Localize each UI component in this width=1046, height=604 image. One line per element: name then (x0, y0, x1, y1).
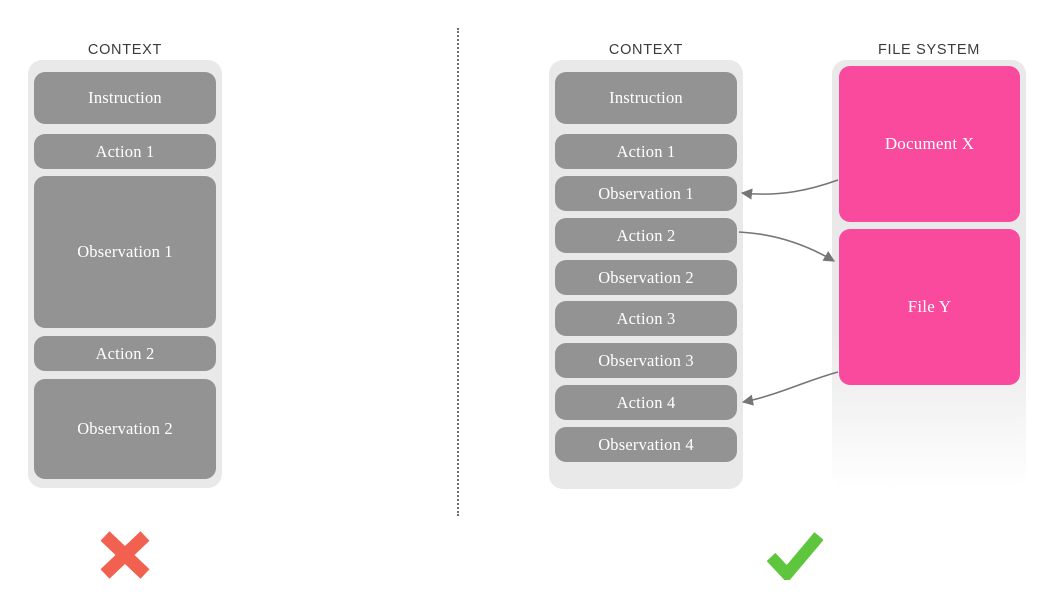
right-block-observation-2[interactable]: Observation 2 (555, 260, 737, 295)
vertical-divider (457, 28, 459, 516)
left-block-action-1[interactable]: Action 1 (34, 134, 216, 169)
right-block-observation-1[interactable]: Observation 1 (555, 176, 737, 211)
right-block-action-1[interactable]: Action 1 (555, 134, 737, 169)
left-block-action-2[interactable]: Action 2 (34, 336, 216, 371)
left-block-instruction[interactable]: Instruction (34, 72, 216, 124)
right-block-observation-3[interactable]: Observation 3 (555, 343, 737, 378)
file-block-file-y[interactable]: File Y (839, 229, 1020, 385)
right-block-observation-4[interactable]: Observation 4 (555, 427, 737, 462)
arrow-action-2-to-file-y (738, 231, 835, 262)
check-mark-icon (766, 530, 824, 584)
arrow-file-y-to-action-4 (741, 371, 839, 406)
right-block-instruction[interactable]: Instruction (555, 72, 737, 124)
right-block-action-2[interactable]: Action 2 (555, 218, 737, 253)
right-block-action-3[interactable]: Action 3 (555, 301, 737, 336)
left-block-observation-1[interactable]: Observation 1 (34, 176, 216, 328)
arrow-document-x-to-observation-1 (740, 179, 839, 200)
left-context-header: CONTEXT (87, 42, 163, 58)
left-block-observation-2[interactable]: Observation 2 (34, 379, 216, 479)
right-context-header: CONTEXT (608, 42, 684, 58)
right-block-action-4[interactable]: Action 4 (555, 385, 737, 420)
cross-mark-icon (96, 528, 154, 582)
file-system-header: FILE SYSTEM (878, 42, 980, 58)
file-block-document-x[interactable]: Document X (839, 66, 1020, 222)
